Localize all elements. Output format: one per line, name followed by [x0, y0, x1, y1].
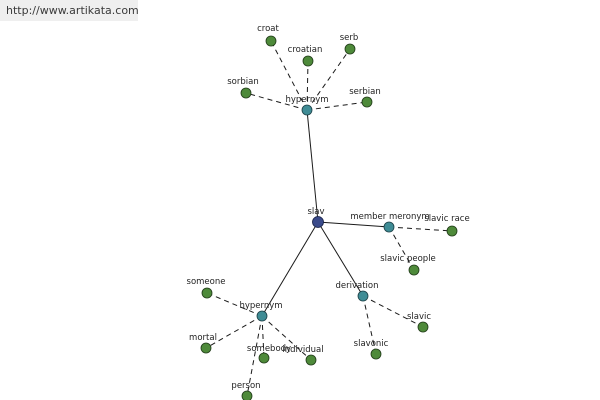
- edge-hyp1-croatian: [306, 60, 309, 111]
- node-mortal[interactable]: mortal: [189, 333, 217, 354]
- node-dot-slavic[interactable]: [417, 321, 429, 333]
- node-dot-mortal[interactable]: [200, 342, 212, 354]
- node-slavic[interactable]: slavic: [407, 312, 431, 333]
- edge-mer-slavic-race: [388, 226, 453, 232]
- node-label-hyp1: hypernym: [285, 95, 328, 105]
- node-person[interactable]: person: [231, 381, 261, 400]
- node-hyp1[interactable]: hypernym: [285, 95, 329, 116]
- node-dot-person[interactable]: [241, 390, 253, 400]
- edge-hyp2-someone: [206, 292, 263, 317]
- node-dot-der[interactable]: [357, 290, 369, 302]
- node-label-mer: member meronym: [350, 212, 429, 222]
- node-somebody[interactable]: somebody: [247, 344, 291, 364]
- edge-hyp1-croat: [270, 40, 308, 111]
- node-dot-mer[interactable]: [383, 221, 395, 233]
- node-der[interactable]: derivation: [335, 281, 379, 302]
- node-dot-slavic-race[interactable]: [446, 225, 458, 237]
- edge-slav-hyp1: [306, 109, 319, 223]
- node-dot-serb[interactable]: [344, 43, 356, 55]
- edge-hyp1-sorbian: [245, 92, 308, 111]
- node-dot-hyp1[interactable]: [301, 104, 313, 116]
- node-dot-someone[interactable]: [201, 287, 213, 299]
- edge-der-slavic: [362, 295, 424, 328]
- edge-hyp2-mortal: [205, 315, 263, 349]
- node-label-slavic: slavic: [407, 312, 431, 322]
- edge-slav-mer: [317, 221, 390, 228]
- node-label-someone: someone: [187, 277, 226, 287]
- node-slavic-people[interactable]: slavic people: [380, 254, 436, 276]
- edge-hyp2-individual: [261, 315, 312, 361]
- edge-der-slavonic: [362, 295, 377, 355]
- node-dot-croat[interactable]: [265, 35, 277, 47]
- node-label-somebody: somebody: [247, 344, 291, 354]
- edge-hyp2-somebody: [261, 315, 265, 359]
- node-dot-serbian[interactable]: [361, 96, 373, 108]
- edge-slav-hyp2: [261, 221, 319, 317]
- node-sorbian[interactable]: sorbian: [227, 77, 259, 99]
- node-slavonic[interactable]: slavonic: [354, 339, 389, 360]
- edge-hyp1-serbian: [306, 101, 368, 111]
- node-croatian[interactable]: croatian: [288, 45, 323, 67]
- node-dot-slav[interactable]: [312, 216, 324, 228]
- edge-slav-der: [317, 221, 364, 297]
- node-label-hyp2: hypernym: [239, 301, 282, 311]
- node-dot-slavonic[interactable]: [370, 348, 382, 360]
- node-label-croat: croat: [257, 24, 279, 34]
- node-hyp2[interactable]: hypernym: [239, 301, 283, 322]
- node-croat[interactable]: croat: [257, 24, 280, 47]
- node-dot-individual[interactable]: [305, 354, 317, 366]
- node-serb[interactable]: serb: [340, 33, 359, 55]
- nodes-layer: slav hypernym member meronym derivation hype…: [187, 24, 470, 400]
- edge-hyp1-serb: [306, 48, 351, 111]
- node-label-sorbian: sorbian: [227, 77, 258, 87]
- node-label-slavonic: slavonic: [354, 339, 389, 349]
- node-label-individual: individual: [282, 345, 323, 355]
- node-label-mortal: mortal: [189, 333, 217, 343]
- node-dot-somebody[interactable]: [258, 352, 270, 364]
- edge-hyp2-person: [246, 315, 263, 397]
- node-slavic-race[interactable]: slavic race: [424, 214, 470, 237]
- node-label-croatian: croatian: [288, 45, 323, 55]
- node-dot-hyp2[interactable]: [256, 310, 268, 322]
- node-dot-croatian[interactable]: [302, 55, 314, 67]
- node-label-slavic-people: slavic people: [380, 254, 436, 264]
- node-label-serbian: serbian: [349, 87, 381, 97]
- node-label-person: person: [231, 381, 260, 391]
- node-dot-sorbian[interactable]: [240, 87, 252, 99]
- edges-layer: [205, 40, 453, 397]
- node-dot-slavic-people[interactable]: [408, 264, 420, 276]
- node-label-der: derivation: [335, 281, 378, 291]
- node-label-slav: slav: [307, 207, 324, 217]
- node-serbian[interactable]: serbian: [349, 87, 381, 108]
- node-label-serb: serb: [340, 33, 359, 43]
- artikata-url-watermark: http://www.artikata.com: [0, 0, 139, 21]
- node-slav[interactable]: slav: [307, 207, 325, 228]
- node-individual[interactable]: individual: [282, 345, 324, 366]
- node-label-slavic-race: slavic race: [424, 214, 469, 224]
- node-mer[interactable]: member meronym: [350, 212, 430, 233]
- node-someone[interactable]: someone: [187, 277, 226, 299]
